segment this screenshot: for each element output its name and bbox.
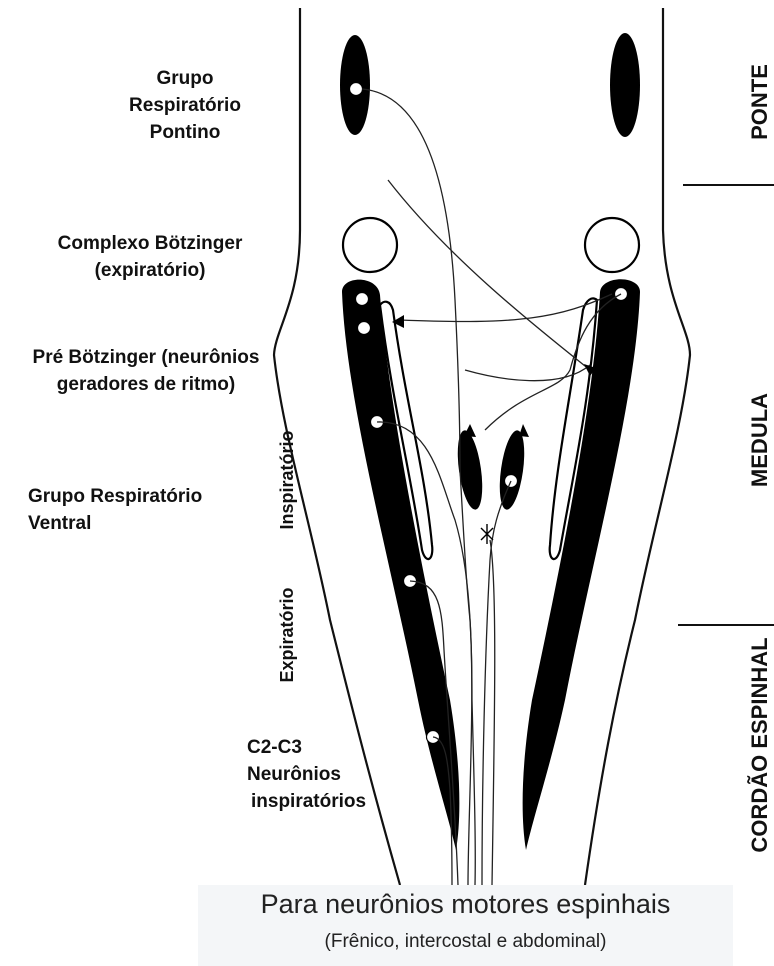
- label-line: inspiratórios: [247, 788, 366, 815]
- label-pontine-group: Grupo Respiratório Pontino: [115, 65, 255, 146]
- label-pre-botzinger: Pré Bötzinger (neurônios geradores de ri…: [12, 344, 280, 398]
- botzinger-left: [343, 218, 397, 272]
- label-line: geradores de ritmo): [12, 371, 280, 398]
- ventral-column-right: [523, 279, 640, 850]
- region-medula: MEDULA: [747, 380, 774, 500]
- label-line: Respiratório: [115, 92, 255, 119]
- label-c2c3: C2-C3 Neurônios inspiratórios: [247, 734, 366, 815]
- region-cordao: CORDÃO ESPINHAL: [747, 625, 774, 865]
- neuron-botzinger-2: [358, 322, 371, 335]
- footer-title: Para neurônios motores espinhais: [198, 889, 733, 920]
- label-line: Pré Bötzinger (neurônios: [12, 344, 280, 371]
- star-junction: [481, 524, 493, 544]
- dorsal-group-right: [496, 429, 529, 511]
- pontine-group-right: [610, 33, 640, 137]
- label-line: Ventral: [28, 510, 202, 537]
- label-line: Complexo Bötzinger: [35, 230, 265, 257]
- label-line: Grupo: [115, 65, 255, 92]
- region-ponte: PONTE: [747, 42, 774, 162]
- dorsal-group-left: [454, 429, 487, 511]
- label-inspiratorio: Inspiratório: [277, 420, 301, 540]
- label-ventral-group: Grupo Respiratório Ventral: [28, 483, 202, 537]
- label-line: Neurônios: [247, 761, 366, 788]
- pontine-neuron: [350, 83, 363, 96]
- footer-subtitle: (Frênico, intercostal e abdominal): [198, 931, 733, 953]
- label-line: Pontino: [115, 119, 255, 146]
- label-line: Grupo Respiratório: [28, 483, 202, 510]
- label-line: (expiratório): [35, 257, 265, 284]
- label-line: C2-C3: [247, 734, 366, 761]
- neuron-botzinger-1: [356, 293, 369, 306]
- label-botzinger: Complexo Bötzinger (expiratório): [35, 230, 265, 284]
- botzinger-right: [585, 218, 639, 272]
- label-expiratorio: Expiratório: [277, 575, 301, 695]
